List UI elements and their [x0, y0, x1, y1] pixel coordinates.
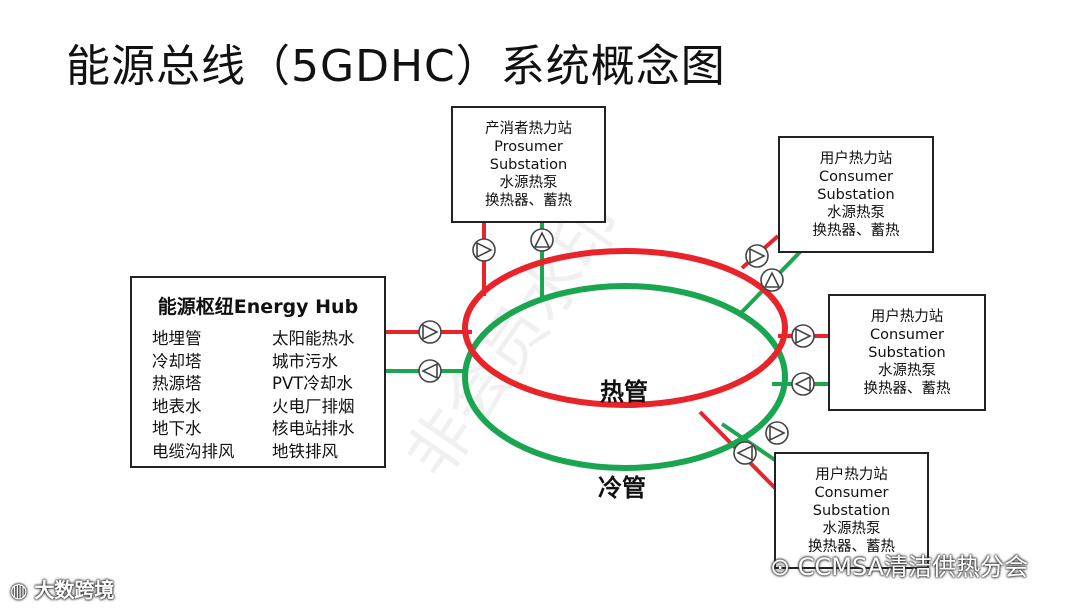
hub-source: PVT冷却水 [272, 374, 353, 393]
station-line: 换热器、蓄热 [863, 380, 951, 397]
brand-name: CCMSA清洁供热分会 [797, 553, 1029, 581]
hub-source: 热源塔 [152, 374, 202, 393]
footer-brand-right: ⊙ CCMSA清洁供热分会 [770, 547, 1028, 582]
hot-pipe-label: 热管 [600, 378, 648, 406]
pump-icon [791, 324, 815, 348]
hub-source: 电缆沟排风 [152, 441, 235, 461]
prosumer-substation-box: 产消者热力站 Prosumer Substation 水源热泵 换热器、蓄热 [451, 106, 606, 223]
pump-icon [418, 359, 442, 383]
station-line: Consumer [814, 484, 889, 501]
station-line: 用户热力站 [819, 150, 893, 167]
wechat-icon: ⊙ [770, 553, 798, 581]
brand-name: 大数跨境 [34, 578, 115, 602]
consumer-substation-box-2: 用户热力站 Consumer Substation 水源热泵 换热器、蓄热 [828, 294, 986, 411]
hub-right-sources: 太阳能热水 城市污水 PVT冷却水 火电厂排烟 核电站排水 地铁排风 [272, 328, 355, 463]
hub-source: 太阳能热水 [272, 329, 355, 348]
station-line: 换热器、蓄热 [808, 538, 895, 555]
station-line: 换热器、蓄热 [812, 222, 900, 239]
hub-source: 冷却塔 [152, 351, 202, 371]
station-line: Prosumer [494, 138, 563, 155]
hub-source: 地下水 [152, 419, 202, 438]
pump-icon [530, 228, 554, 252]
station-line: Substation [817, 186, 895, 203]
station-line: 水源热泵 [827, 204, 885, 221]
brand-logo-icon: ◍ [10, 578, 35, 602]
hub-source: 地埋管 [152, 329, 202, 348]
station-line: 用户热力站 [815, 466, 888, 483]
hub-source: 地铁排风 [272, 441, 338, 461]
consumer-substation-box-3: 用户热力站 Consumer Substation 水源热泵 换热器、蓄热 [774, 452, 929, 569]
energy-hub-title: 能源枢纽Energy Hub [157, 296, 359, 318]
station-line: Substation [489, 156, 568, 173]
hub-left-sources: 地埋管 冷却塔 热源塔 地表水 地下水 电缆沟排风 [152, 328, 235, 463]
hub-source: 地表水 [152, 396, 202, 416]
pump-icon [791, 372, 815, 396]
station-line: 水源热泵 [822, 520, 881, 537]
station-line: 产消者热力站 [485, 120, 572, 137]
pump-icon [765, 421, 789, 445]
station-line: Consumer [870, 326, 944, 343]
cold-pipe-label: 冷管 [598, 474, 646, 502]
pump-icon [472, 238, 496, 262]
page-title: 能源总线（5GDHC）系统概念图 [66, 41, 726, 92]
station-line: 水源热泵 [499, 174, 558, 191]
station-line: 换热器、蓄热 [485, 192, 572, 209]
hub-source: 城市污水 [272, 351, 338, 371]
station-line: 用户热力站 [870, 308, 944, 325]
footer-brand-left: ◍ 大数跨境 [10, 574, 114, 603]
pump-icon [733, 441, 757, 465]
cold-loop [462, 283, 788, 471]
hot-loop [462, 248, 788, 408]
energy-hub-box: 能源枢纽Energy Hub 地埋管 冷却塔 热源塔 地表水 地下水 电缆沟排风… [130, 276, 386, 468]
consumer-substation-box-1: 用户热力站 Consumer Substation 水源热泵 换热器、蓄热 [778, 136, 934, 253]
station-line: Consumer [819, 168, 893, 185]
hub-source: 火电厂排烟 [272, 396, 355, 416]
pump-icon [760, 268, 784, 292]
pumps [418, 228, 815, 465]
pump-icon [745, 244, 769, 268]
station-line: 水源热泵 [878, 362, 936, 379]
station-line: Substation [868, 344, 946, 361]
hub-source: 核电站排水 [272, 419, 355, 438]
station-line: Substation [812, 502, 891, 519]
pump-icon [418, 320, 442, 344]
